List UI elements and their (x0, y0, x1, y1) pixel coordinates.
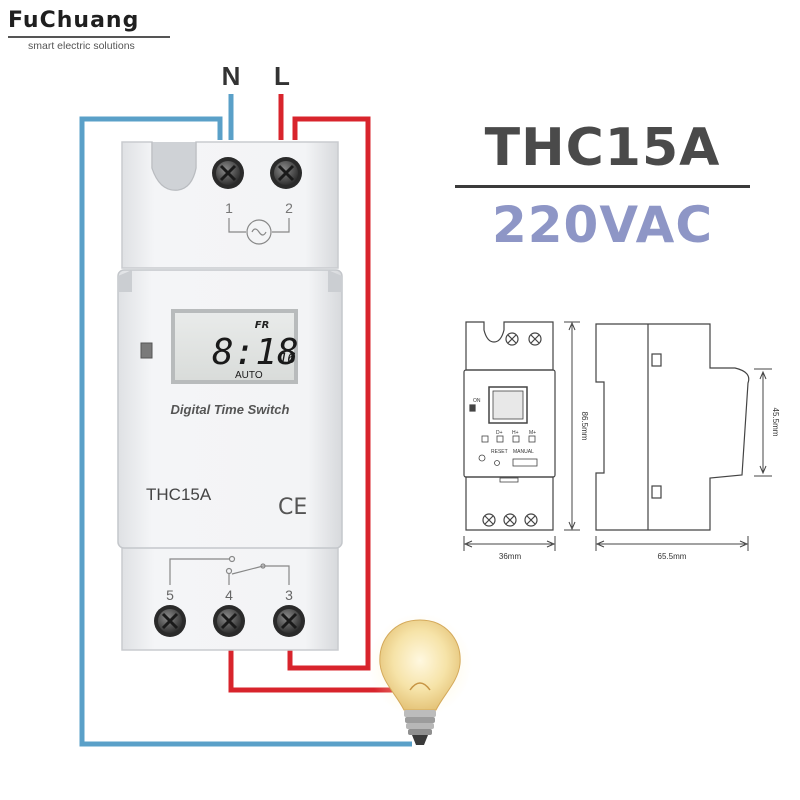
bottom-terminal-3-label: 3 (285, 587, 293, 603)
side-depth-dimension: 65.5mm (658, 552, 687, 561)
bottom-terminal-5-label: 5 (166, 587, 174, 603)
device-model-label: THC15A (146, 485, 212, 504)
live-label: L (274, 61, 290, 91)
panel-label-m-plus: M+ (529, 430, 536, 436)
brand-divider (8, 36, 170, 38)
side-dimension-drawing (595, 323, 750, 531)
light-bulb-icon (368, 613, 472, 745)
device-name-label: Digital Time Switch (171, 402, 290, 417)
panel-label-on: ON (473, 398, 481, 404)
neutral-wire (79, 94, 412, 747)
top-terminal-screw-1 (212, 157, 244, 189)
panel-label-d-plus: D+ (496, 430, 503, 436)
brand-name: FuChuang (8, 8, 140, 33)
lcd-display: FR 8:18 16 AUTO (171, 309, 299, 384)
top-terminal-1-label: 1 (225, 200, 233, 216)
bottom-terminal-4-label: 4 (225, 587, 233, 603)
side-height-dimension: 45.5mm (771, 408, 780, 437)
bottom-terminal-screw-4 (213, 605, 245, 637)
spec-divider (455, 185, 750, 188)
timer-device: 1 2 FR 8:18 16 AUTO Digital Time Switch … (117, 141, 343, 651)
lcd-time: 8:18 (212, 332, 299, 373)
ce-mark: CE (278, 495, 307, 520)
front-dimension-drawing (463, 321, 556, 531)
relay-contact-symbol (169, 555, 290, 585)
front-dimension-lines (463, 321, 580, 551)
top-terminal-screw-2 (270, 157, 302, 189)
top-terminal-2-label: 2 (285, 200, 293, 216)
brand-tagline: smart electric solutions (28, 39, 135, 52)
front-panel-labels: ON D+ H+ M+ RESET MANUAL (473, 398, 536, 455)
side-dimension-lines (595, 368, 772, 551)
spec-model-title: THC15A (484, 118, 721, 178)
bottom-terminal-screw-5 (154, 605, 186, 637)
lcd-day: FR (255, 320, 270, 331)
lcd-mode: AUTO (235, 370, 263, 381)
panel-label-h-plus: H+ (512, 430, 519, 436)
brand-logo: FuChuang smart electric solutions (8, 8, 170, 52)
panel-label-reset: RESET (491, 449, 508, 455)
status-led (140, 342, 153, 359)
neutral-label: N (222, 61, 241, 91)
panel-label-manual: MANUAL (513, 449, 534, 455)
ac-supply-symbol (228, 218, 290, 245)
bottom-terminal-screw-3 (273, 605, 305, 637)
front-width-dimension: 36mm (499, 552, 522, 561)
lcd-seconds: 16 (279, 351, 296, 367)
front-height-dimension: 86.5mm (580, 412, 589, 441)
spec-voltage: 220VAC (491, 196, 714, 254)
